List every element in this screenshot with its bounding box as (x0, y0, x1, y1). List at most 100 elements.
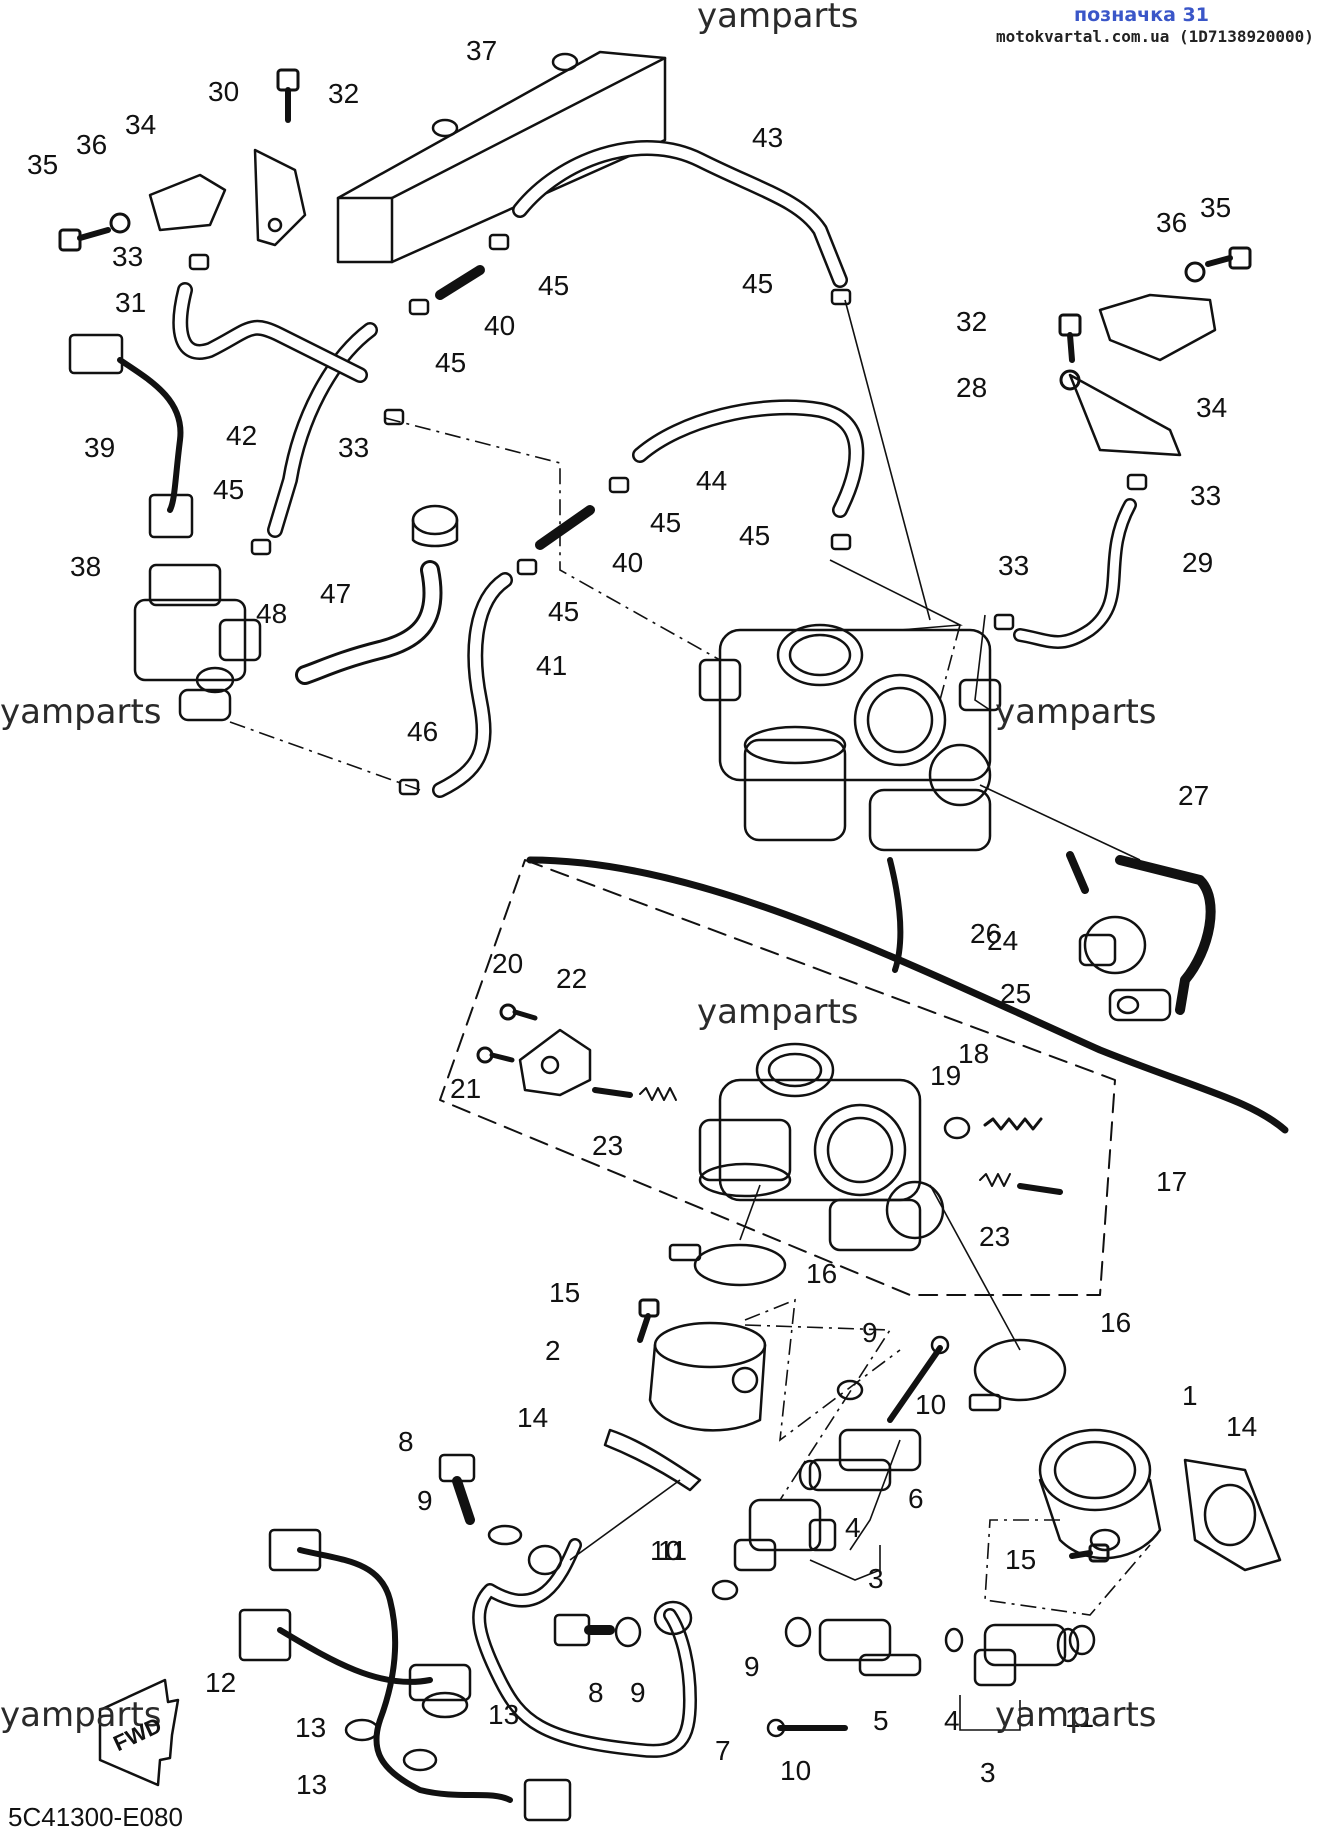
watermarks: yamparts yamparts yamparts yamparts yamp… (0, 0, 1157, 1735)
svg-text:40: 40 (484, 310, 515, 341)
oring-11-a (711, 1579, 739, 1601)
injector-3-lower (973, 1623, 1080, 1687)
svg-text:42: 42 (226, 420, 257, 451)
svg-text:46: 46 (407, 716, 438, 747)
svg-text:3: 3 (980, 1757, 996, 1788)
injector-3-upper (733, 1498, 837, 1572)
svg-text:14: 14 (1226, 1411, 1257, 1442)
clamp-16-upper (668, 1243, 787, 1287)
svg-text:17: 17 (1156, 1166, 1187, 1197)
svg-text:33: 33 (998, 550, 1029, 581)
svg-text:10: 10 (915, 1389, 946, 1420)
svg-text:38: 38 (70, 551, 101, 582)
svg-text:34: 34 (125, 109, 156, 140)
spring-18 (983, 1117, 1043, 1131)
throttle-body-upper (698, 623, 1002, 852)
svg-text:6: 6 (908, 1483, 924, 1514)
holder-6 (798, 1428, 922, 1492)
svg-text:13: 13 (488, 1699, 519, 1730)
bolt-10-upper (887, 1345, 943, 1423)
clamp-16-lower (968, 1338, 1067, 1412)
sensor-25 (1108, 988, 1172, 1022)
intake-boot-2 (648, 1321, 767, 1432)
svg-text:18: 18 (958, 1038, 989, 1069)
svg-text:47: 47 (320, 578, 351, 609)
washer-9-d (836, 1379, 864, 1401)
svg-text:39: 39 (84, 432, 115, 463)
screw-set-23-left (592, 1087, 677, 1101)
dashed-frame-17 (439, 859, 1116, 1296)
svg-text:7: 7 (715, 1735, 731, 1766)
svg-text:45: 45 (548, 596, 579, 627)
callout-labels: 1 2 3 3 4 4 5 6 7 8 8 9 9 9 9 10 10 10 1… (27, 35, 1257, 1800)
svg-text:34: 34 (1196, 392, 1227, 423)
part-22 (518, 1028, 592, 1097)
svg-text:32: 32 (328, 78, 359, 109)
svg-text:4: 4 (845, 1512, 861, 1543)
svg-text:15: 15 (549, 1277, 580, 1308)
svg-text:23: 23 (592, 1130, 623, 1161)
bracket-30 (148, 148, 307, 247)
svg-text:33: 33 (338, 432, 369, 463)
clip-14-left (603, 1428, 702, 1492)
svg-text:33: 33 (1190, 480, 1221, 511)
bracket-34-right (1068, 293, 1217, 457)
bolt-26 (1066, 851, 1089, 894)
svg-text:yamparts: yamparts (697, 992, 859, 1032)
svg-text:9: 9 (630, 1677, 646, 1708)
svg-text:yamparts: yamparts (0, 692, 162, 732)
svg-text:3: 3 (868, 1563, 884, 1594)
wire-39 (117, 357, 184, 513)
svg-text:14: 14 (517, 1402, 548, 1433)
cap-48 (411, 504, 459, 548)
svg-text:8: 8 (588, 1677, 604, 1708)
svg-text:45: 45 (742, 268, 773, 299)
svg-text:40: 40 (612, 547, 643, 578)
hose-clips (188, 233, 1148, 796)
svg-text:10: 10 (780, 1755, 811, 1786)
svg-text:36: 36 (76, 129, 107, 160)
sensor-24 (1078, 915, 1147, 975)
svg-text:26: 26 (970, 918, 1001, 949)
svg-text:yamparts: yamparts (995, 1695, 1157, 1735)
svg-text:8: 8 (398, 1426, 414, 1457)
svg-text:16: 16 (1100, 1307, 1131, 1338)
svg-text:30: 30 (208, 76, 239, 107)
svg-text:45: 45 (650, 507, 681, 538)
svg-text:12: 12 (205, 1667, 236, 1698)
svg-text:22: 22 (556, 963, 587, 994)
svg-text:yamparts: yamparts (995, 692, 1157, 732)
svg-text:13: 13 (295, 1712, 326, 1743)
svg-text:28: 28 (956, 372, 987, 403)
svg-text:15: 15 (1005, 1544, 1036, 1575)
svg-text:9: 9 (862, 1317, 878, 1348)
svg-text:19: 19 (930, 1060, 961, 1091)
svg-text:29: 29 (1182, 547, 1213, 578)
svg-text:48: 48 (256, 598, 287, 629)
svg-text:31: 31 (115, 287, 146, 318)
oring-11-b (1068, 1624, 1096, 1656)
intake-manifold-1 (1038, 1428, 1162, 1560)
banjo-bottom (653, 1600, 693, 1636)
svg-text:35: 35 (1200, 192, 1231, 223)
svg-text:13: 13 (296, 1769, 327, 1800)
svg-text:45: 45 (739, 520, 770, 551)
svg-text:33: 33 (112, 241, 143, 272)
diagram-code: 5C41300-E080 (8, 1802, 183, 1832)
fuel-rail-part (336, 50, 667, 264)
svg-text:23: 23 (979, 1221, 1010, 1252)
holder-5 (818, 1618, 922, 1677)
bolt-8-lower (553, 1613, 615, 1647)
svg-text:45: 45 (538, 270, 569, 301)
svg-text:16: 16 (806, 1258, 837, 1289)
svg-text:44: 44 (696, 465, 727, 496)
gasket-14-right (1183, 1458, 1282, 1572)
section-arc (526, 856, 1289, 1134)
header-subtitle: motokvartal.com.ua (1D7138920000) (996, 27, 1314, 46)
svg-text:20: 20 (492, 948, 523, 979)
svg-text:35: 35 (27, 149, 58, 180)
leader-lines (229, 299, 1151, 1731)
svg-text:37: 37 (466, 35, 497, 66)
svg-text:45: 45 (435, 347, 466, 378)
